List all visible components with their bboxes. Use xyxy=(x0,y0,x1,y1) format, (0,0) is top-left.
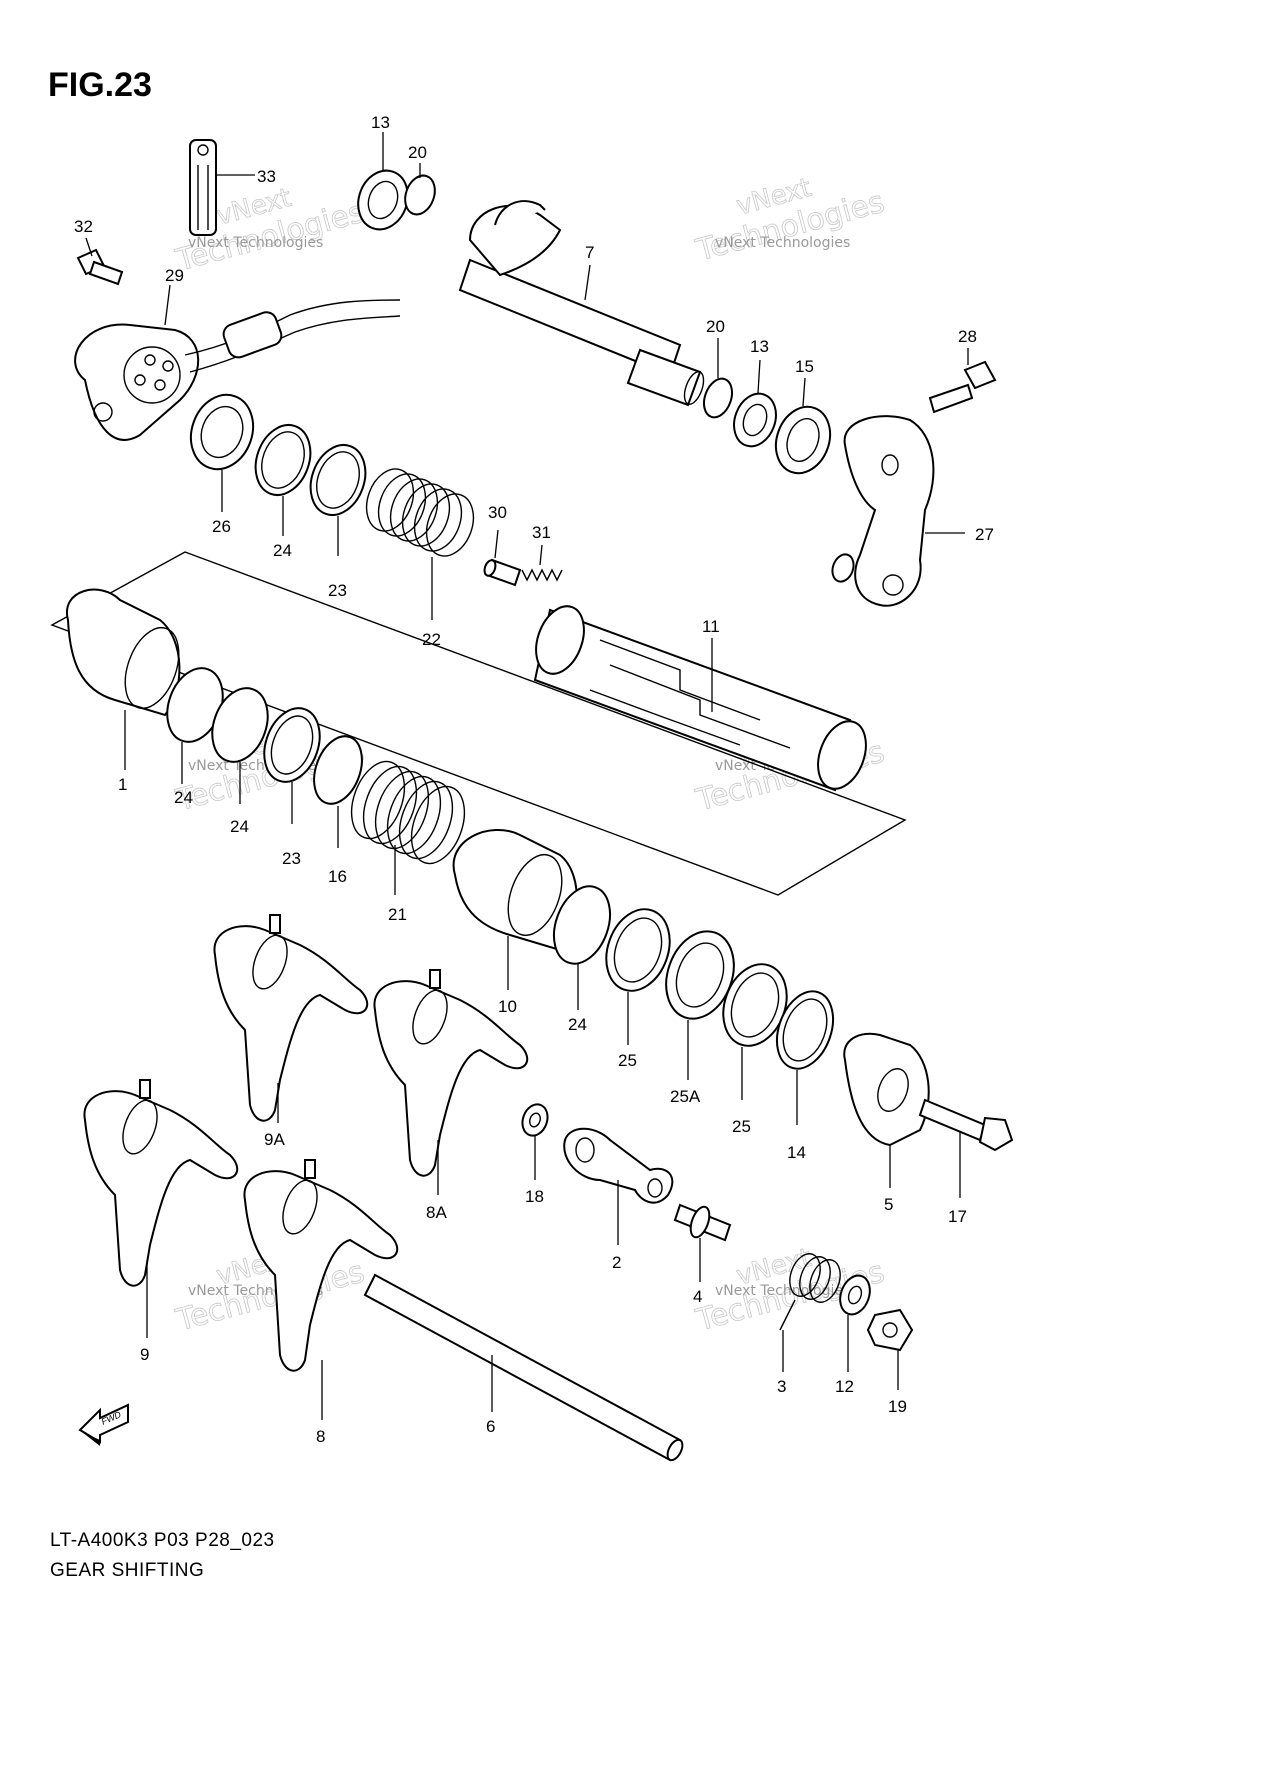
callout-labels: 13 20 33 32 29 7 20 13 15 28 27 26 24 23… xyxy=(74,113,994,1446)
part-19-nut xyxy=(866,1308,914,1352)
callout-23: 23 xyxy=(282,849,301,868)
callout-21: 21 xyxy=(388,905,407,924)
part-20-circlip xyxy=(702,377,734,419)
part-28-bolt xyxy=(928,360,997,414)
callout-16: 16 xyxy=(328,867,347,886)
figure-caption: GEAR SHIFTING xyxy=(50,1560,205,1581)
watermark-small: vNext Technologies xyxy=(715,235,850,251)
part-23-washer xyxy=(263,707,321,783)
callout-27: 27 xyxy=(975,525,994,544)
part-2-stopper-lever xyxy=(563,1127,674,1204)
callout-6: 6 xyxy=(486,1417,495,1436)
callout-31: 31 xyxy=(532,523,551,542)
part-11-shift-drum xyxy=(533,605,867,792)
assembly-boundary xyxy=(50,551,907,896)
callout-5: 5 xyxy=(884,1195,893,1214)
callout-8: 8 xyxy=(316,1427,325,1446)
part-27-shift-arm xyxy=(831,415,935,607)
callout-24: 24 xyxy=(273,541,292,560)
callout-19: 19 xyxy=(888,1397,907,1416)
callout-2: 2 xyxy=(612,1253,621,1272)
callout-24: 24 xyxy=(230,817,249,836)
callout-24: 24 xyxy=(568,1015,587,1034)
callout-12: 12 xyxy=(835,1377,854,1396)
part-15-bearing xyxy=(774,405,832,475)
callout-33: 33 xyxy=(257,167,276,186)
part-30-pin xyxy=(483,558,522,587)
watermark-small: vNext Technologies xyxy=(715,1283,850,1299)
callout-13: 13 xyxy=(750,337,769,356)
callout-10: 10 xyxy=(498,997,517,1016)
part-12-washer xyxy=(839,1274,871,1316)
part-3-return-spring xyxy=(779,1253,841,1331)
part-7-shift-shaft xyxy=(458,200,705,407)
callout-14: 14 xyxy=(787,1143,806,1162)
part-24-circlip xyxy=(552,885,612,965)
part-13-washer xyxy=(733,392,777,448)
callout-1: 1 xyxy=(118,775,127,794)
callout-4: 4 xyxy=(693,1287,702,1306)
part-13-washer xyxy=(357,169,409,231)
callout-9: 9 xyxy=(140,1345,149,1364)
part-8A-shift-fork xyxy=(373,969,529,1177)
part-31-spring xyxy=(521,568,563,582)
callout-13: 13 xyxy=(371,113,390,132)
callout-20: 20 xyxy=(706,317,725,336)
part-23-washer xyxy=(309,444,367,516)
callout-24: 24 xyxy=(174,788,193,807)
part-14-washer xyxy=(775,990,835,1070)
part-22-spring xyxy=(365,468,475,557)
callout-7: 7 xyxy=(585,243,594,262)
part-9-shift-fork xyxy=(83,1079,239,1287)
callout-23: 23 xyxy=(328,581,347,600)
part-8-shift-fork xyxy=(243,1159,399,1372)
callout-32: 32 xyxy=(74,217,93,236)
part-25-washer xyxy=(722,963,788,1047)
part-16-ring xyxy=(313,735,363,805)
callout-29: 29 xyxy=(165,266,184,285)
leader-lines xyxy=(85,132,969,1420)
callout-25: 25 xyxy=(732,1117,751,1136)
part-26-washer xyxy=(189,393,255,471)
part-29-switch xyxy=(74,299,401,441)
callout-11: 11 xyxy=(702,617,720,636)
part-4-stopper-pin xyxy=(673,1203,732,1242)
callout-20: 20 xyxy=(408,143,427,162)
part-5-gear xyxy=(843,1032,930,1147)
part-32-bolt xyxy=(76,248,124,286)
callout-25: 25 xyxy=(618,1051,637,1070)
model-code: LT-A400K3 P03 P28_023 xyxy=(50,1530,275,1551)
callout-8A: 8A xyxy=(426,1203,447,1222)
part-24-circlip xyxy=(254,424,312,496)
part-1-gear-cam xyxy=(65,588,181,717)
part-25-washer xyxy=(605,908,671,992)
callout-3: 3 xyxy=(777,1377,786,1396)
callout-15: 15 xyxy=(795,357,814,376)
callout-26: 26 xyxy=(212,517,231,536)
fwd-direction-arrow: FWD xyxy=(78,1403,129,1446)
part-6-fork-shaft xyxy=(363,1273,684,1462)
figure-title: FIG.23 xyxy=(48,66,152,104)
callout-17: 17 xyxy=(948,1207,967,1226)
part-9A-shift-fork xyxy=(213,914,369,1122)
part-17-bolt xyxy=(918,1098,1014,1152)
callout-28: 28 xyxy=(958,327,977,346)
part-33-pin xyxy=(189,139,217,236)
callout-22: 22 xyxy=(422,630,441,649)
part-18-washer xyxy=(521,1103,549,1137)
callout-18: 18 xyxy=(525,1187,544,1206)
part-24-circlip xyxy=(211,687,269,763)
part-21-spring xyxy=(350,760,466,865)
callout-25A: 25A xyxy=(670,1087,701,1106)
callout-30: 30 xyxy=(488,503,507,522)
part-20-circlip xyxy=(404,174,436,216)
callout-9A: 9A xyxy=(264,1130,285,1149)
watermark-small: vNext Technologies xyxy=(188,235,323,251)
